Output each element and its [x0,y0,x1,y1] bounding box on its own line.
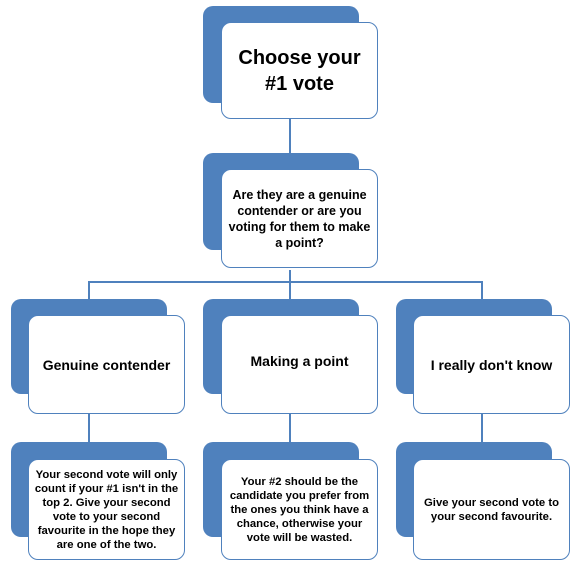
advice-1-card: Your second vote will only count if your… [28,459,185,560]
question-node-card: Are they are a genuine contender or are … [221,169,378,268]
option-1-text: Genuine contender [42,356,171,373]
option-2-text: Making a point [250,353,349,369]
advice-2-text: Your #2 should be the candidate you pref… [229,475,370,544]
root-node-card: Choose your #1 vote [221,22,378,119]
option-3-card: I really don't know [413,315,570,414]
root-node-text: Choose your #1 vote [238,46,361,95]
advice-2-card: Your #2 should be the candidate you pref… [221,459,378,560]
connector-to-option-1 [88,281,90,299]
connector-option-3-advice-3 [481,414,483,442]
question-node-text: Are they are a genuine contender or are … [228,187,371,250]
connector-horizontal-bar [88,281,483,283]
advice-3-text: Give your second vote to your second fav… [424,496,559,523]
connector-option-1-advice-1 [88,414,90,442]
advice-3-card: Give your second vote to your second fav… [413,459,570,560]
option-1-card: Genuine contender [28,315,185,414]
connector-to-option-3 [481,281,483,299]
connector-root-question [289,119,291,153]
option-2-card: Making a point [221,315,378,414]
option-3-text: I really don't know [430,356,553,373]
connector-to-option-2 [289,281,291,299]
connector-option-2-advice-2 [289,414,291,442]
advice-1-text: Your second vote will only count if your… [34,468,179,551]
connector-question-stem [289,270,291,282]
